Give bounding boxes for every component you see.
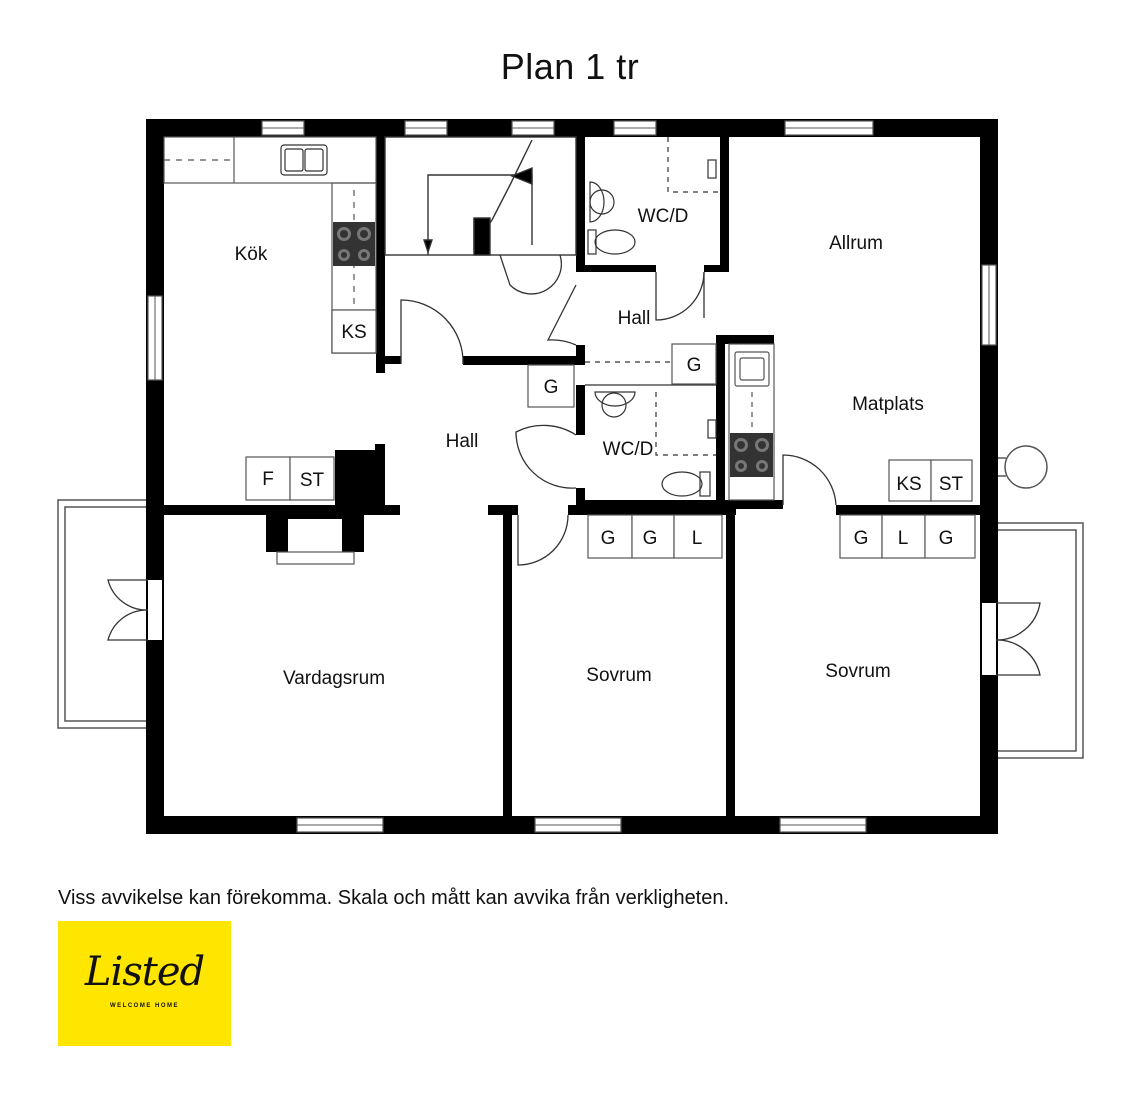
room-label-matplats: Matplats <box>852 394 924 415</box>
fixture-label-ks-dining: KS <box>896 474 921 495</box>
closet-label: G <box>643 528 658 549</box>
plan-title: Plan 1 tr <box>500 46 640 87</box>
fixture-label-st-left: ST <box>300 470 325 491</box>
room-label-sovrum-right: Sovrum <box>825 661 890 682</box>
room-label-allrum: Allrum <box>829 233 883 254</box>
wc-lower-fixtures <box>585 361 717 497</box>
dining-stove-icon <box>730 433 773 477</box>
fixture-label-g-upper: G <box>687 355 702 376</box>
room-label-wcd-lower: WC/D <box>603 439 654 460</box>
room-label-hall-upper: Hall <box>618 308 651 329</box>
closet-label: G <box>854 528 869 549</box>
balcony-left <box>57 499 149 729</box>
fixture-label-g-hall: G <box>544 377 559 398</box>
dining-counter <box>728 343 775 501</box>
room-label-wcd-upper: WC/D <box>638 206 689 227</box>
closet-label: L <box>898 528 909 549</box>
logo-wordmark: Listed <box>84 949 205 995</box>
room-label-sovrum-mid: Sovrum <box>586 665 651 686</box>
interior-walls <box>164 137 980 816</box>
closet-label: G <box>601 528 616 549</box>
room-label-vardagsrum: Vardagsrum <box>283 668 385 689</box>
balcony-right <box>995 522 1084 759</box>
staircase <box>384 136 577 256</box>
hearth <box>276 551 355 565</box>
room-label-kok: Kök <box>235 244 268 265</box>
room-label-hall-main: Hall <box>446 431 479 452</box>
kitchen-stove-icon <box>333 222 375 266</box>
kitchen-sink-icon <box>280 144 328 176</box>
fixture-label-st-dining: ST <box>939 474 964 495</box>
logo-tagline: WELCOME HOME <box>110 1003 179 1009</box>
floor-plan: Kök Allrum WC/D Hall Hall Matplats WC/D … <box>57 119 1084 834</box>
brand-logo: Listed WELCOME HOME <box>58 921 231 1046</box>
closet-label: G <box>939 528 954 549</box>
doors <box>107 254 1041 676</box>
disclaimer-text: Viss avvikelse kan förekomma. Skala och … <box>58 887 730 909</box>
window-mullions <box>154 127 990 826</box>
fixture-label-ks-kitchen: KS <box>341 322 366 343</box>
wc-upper-fixtures <box>587 137 720 255</box>
fixture-boxes <box>245 309 976 559</box>
porch-step <box>996 445 1048 489</box>
closet-label: L <box>692 528 703 549</box>
fixture-label-f: F <box>262 469 274 490</box>
